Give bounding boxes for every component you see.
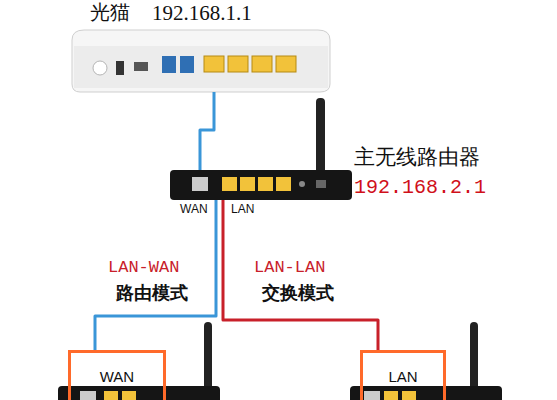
router-body — [350, 386, 502, 400]
lan-port — [104, 391, 118, 400]
antenna — [316, 98, 325, 174]
router-body — [170, 170, 352, 200]
lan-port — [228, 56, 248, 72]
network-cable — [95, 200, 216, 350]
ip-address: 192.168.1.1 — [152, 1, 252, 25]
lan-port — [402, 391, 416, 400]
power-button — [93, 61, 107, 75]
device-name: 主无线路由器 — [354, 145, 480, 169]
modem-illustration — [72, 30, 330, 92]
port-highlight-box: LAN — [360, 350, 446, 400]
mode-name: 交换模式 — [262, 283, 334, 304]
phone-port — [180, 56, 194, 73]
port-highlight-box: WAN — [68, 350, 166, 400]
device-name: 光猫 — [90, 1, 130, 24]
secondary-router-illustration — [58, 322, 220, 400]
power-port — [316, 180, 326, 188]
lan-port — [384, 391, 398, 400]
lan-port — [222, 177, 237, 191]
port-name: LAN — [363, 368, 443, 385]
main-router: 主无线路由器192.168.2.1 — [170, 170, 352, 200]
port-label: LAN — [231, 203, 254, 217]
phone-port — [162, 56, 176, 73]
reset-button — [299, 181, 305, 187]
wan-port — [80, 391, 96, 400]
network-cable — [200, 92, 214, 170]
secondary-router-illustration — [350, 322, 502, 400]
port-name: WAN — [71, 368, 163, 385]
port-label: WAN — [180, 203, 208, 217]
lan-port — [240, 177, 255, 191]
lan-port — [276, 177, 291, 191]
modem: 光猫192.168.1.1 — [72, 30, 330, 92]
mode-name: 路由模式 — [116, 283, 188, 304]
network-cable — [223, 200, 378, 350]
antenna — [470, 322, 478, 392]
modem-face — [74, 46, 328, 88]
lan-port — [276, 56, 296, 72]
modem-body — [72, 30, 330, 92]
usb-port — [134, 62, 148, 71]
power-port — [116, 61, 124, 75]
lan-port — [258, 177, 273, 191]
lan-port — [252, 56, 272, 72]
antenna — [204, 322, 212, 392]
main-router-illustration — [170, 98, 352, 200]
router-body — [58, 386, 220, 400]
connection-type: LAN-WAN — [108, 258, 179, 278]
ip-address: 192.168.2.1 — [354, 176, 486, 199]
lan-port — [122, 391, 136, 400]
wan-port — [364, 391, 380, 400]
lan-port — [204, 56, 224, 72]
connection-type: LAN-LAN — [254, 258, 325, 278]
wan-port — [192, 177, 208, 191]
